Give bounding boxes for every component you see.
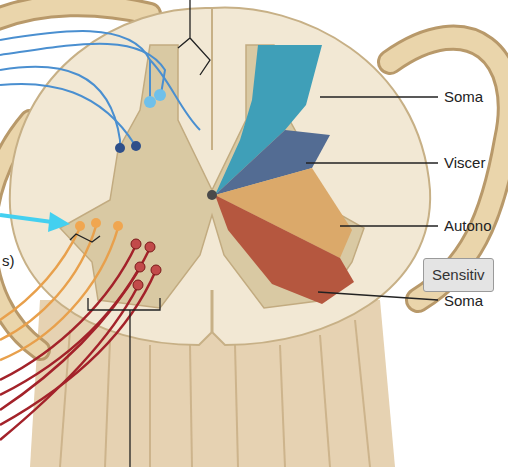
anterior-fissure (211, 290, 214, 332)
autonomic-neuron (75, 221, 85, 231)
autonomic-neuron (113, 221, 123, 231)
tooltip-box: Sensitiv (423, 258, 494, 292)
sensory-neuron (154, 89, 166, 101)
motor-neurons (131, 239, 161, 290)
pointer-arrowhead (48, 212, 70, 232)
region-label: Soma (444, 88, 483, 106)
bracket (70, 234, 100, 242)
region-label: Soma (444, 292, 483, 310)
autonomic-axons (0, 226, 118, 360)
visceral-neuron (131, 141, 141, 151)
somatic-motor-region (215, 195, 354, 304)
white-matter (10, 8, 430, 345)
motor-axons (0, 245, 156, 440)
side-label: s) (2, 252, 15, 270)
sensory-fibers (0, 31, 200, 150)
posterior-sulcus (211, 8, 213, 150)
rootlet-lines (60, 320, 370, 467)
bracket (88, 298, 160, 467)
central-canal (207, 190, 217, 200)
autonomic-neuron (91, 218, 101, 228)
bracket (178, 0, 210, 75)
nerve-roots (0, 5, 508, 350)
sensory-neuron (144, 96, 156, 108)
visceral-neuron (115, 143, 125, 153)
pointer-arrow (0, 215, 52, 222)
leader-lines (306, 97, 438, 300)
tooltip-text: Sensitiv (432, 266, 485, 284)
region-label: Autono (444, 217, 492, 235)
region-label: Viscer (444, 154, 485, 172)
